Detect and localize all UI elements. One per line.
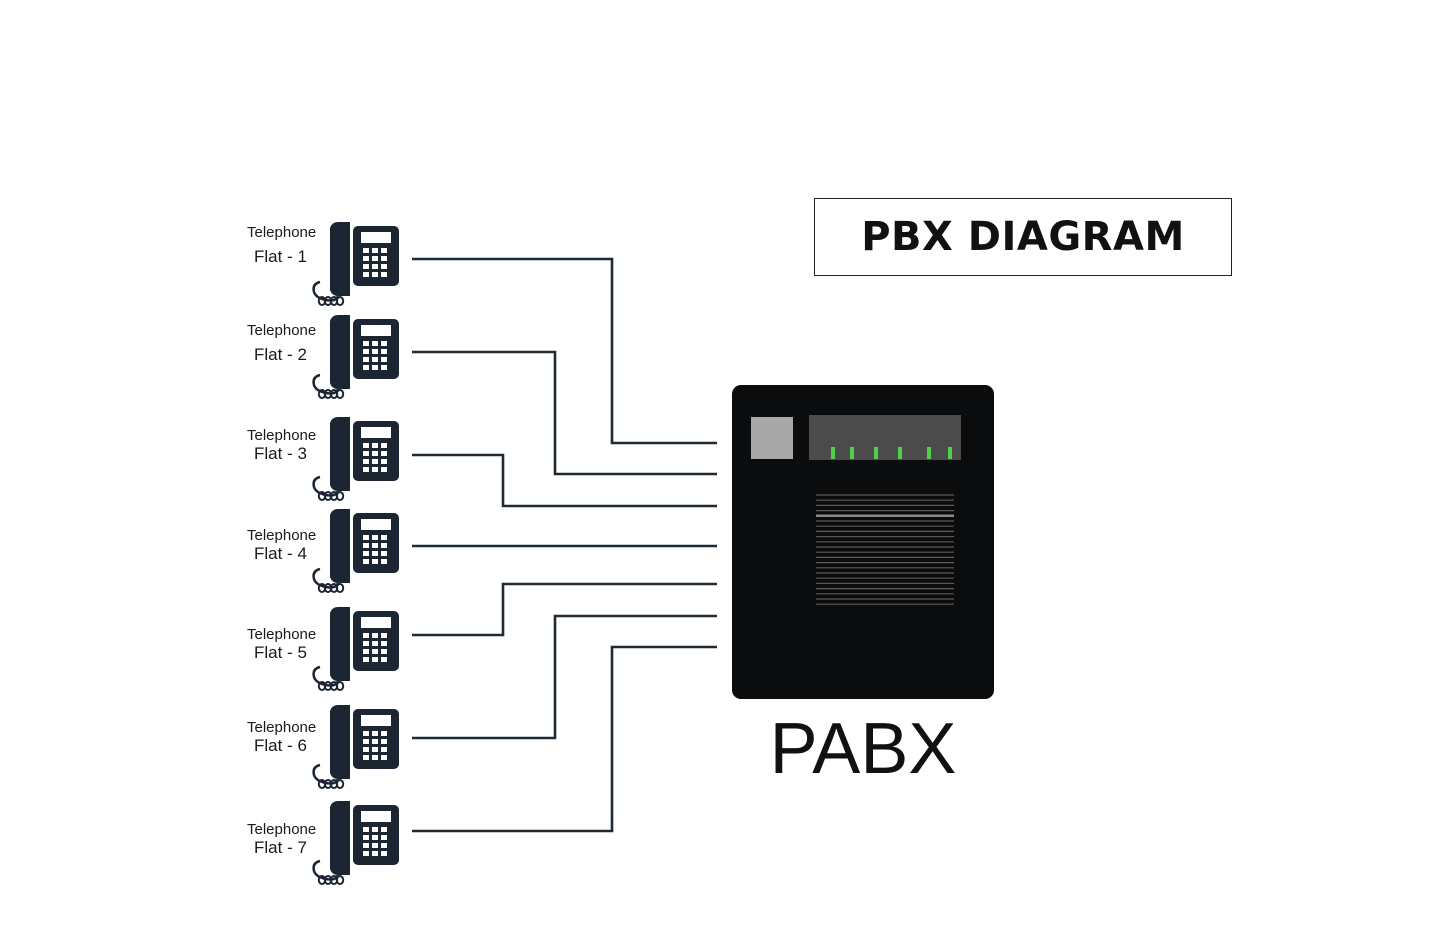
pabx-label: PABX xyxy=(769,709,957,789)
phone-flat-label: Flat - 1 xyxy=(254,247,307,266)
phone-type-label: Telephone xyxy=(247,322,317,339)
phone-type-label: Telephone xyxy=(247,224,317,241)
wire-flat-5 xyxy=(412,582,717,637)
telephone-icon xyxy=(312,417,399,501)
led-indicator xyxy=(874,447,878,459)
phone-flat-label: Flat - 6 xyxy=(254,736,307,755)
phone-type-label: Telephone xyxy=(247,427,317,444)
wire-flat-6 xyxy=(412,614,717,740)
phone-flat-label: Flat - 4 xyxy=(254,544,307,563)
wire-flat-3 xyxy=(412,453,717,508)
led-indicator xyxy=(898,447,902,459)
telephones-group xyxy=(312,222,399,885)
led-indicator xyxy=(948,447,952,459)
phone-flat-label: Flat - 2 xyxy=(254,345,307,364)
phone-type-label: Telephone xyxy=(247,719,317,736)
phone-type-label: Telephone xyxy=(247,527,317,544)
telephone-icon xyxy=(312,607,399,691)
led-indicator xyxy=(927,447,931,459)
led-indicator xyxy=(831,447,835,459)
wire-flat-1 xyxy=(412,257,717,445)
phone-type-label: Telephone xyxy=(247,821,317,838)
pabx-unit xyxy=(732,385,994,699)
diagram-title: PBX DIAGRAM xyxy=(861,214,1185,260)
phone-flat-label: Flat - 3 xyxy=(254,444,307,463)
led-indicator xyxy=(850,447,854,459)
telephone-icon xyxy=(312,705,399,789)
telephone-icon xyxy=(312,315,399,399)
telephone-icon xyxy=(312,222,399,306)
phone-flat-label: Flat - 5 xyxy=(254,643,307,662)
pabx-status-square xyxy=(751,417,793,459)
pabx-vent-grille xyxy=(816,494,954,605)
wire-flat-7 xyxy=(412,645,717,833)
phone-type-label: Telephone xyxy=(247,626,317,643)
phone-flat-label: Flat - 7 xyxy=(254,838,307,857)
pabx-indicator-leds xyxy=(831,447,952,459)
telephone-icon xyxy=(312,801,399,885)
diagram-title-box: PBX DIAGRAM xyxy=(814,198,1232,276)
wiring-group xyxy=(412,257,717,833)
telephone-icon xyxy=(312,509,399,593)
wire-flat-2 xyxy=(412,350,717,476)
